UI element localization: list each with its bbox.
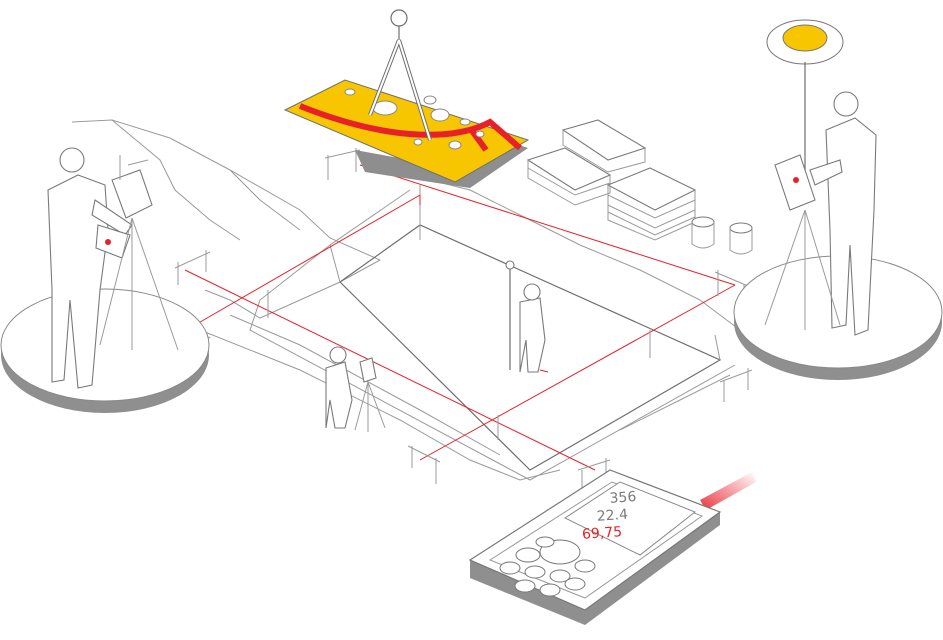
surveyor-left [47,147,179,389]
reading-1: 356 [609,489,637,507]
reading-3: 69,75 [582,524,623,543]
reading-2: 22.4 [596,507,628,525]
excavation-pit [249,185,736,481]
rod-person [505,260,549,373]
surveyor-right [764,19,877,336]
site-map-sheet [283,9,530,188]
handheld-controller: 356 22.4 69,75 [468,469,722,625]
left-platform [0,288,210,413]
layout-strings [184,164,736,471]
laser-beam [700,472,756,510]
material-pallets [526,119,753,255]
readout-group: 356 22.4 69,75 [582,489,637,543]
station-person [325,346,386,432]
keypad [499,536,596,597]
controller-screen [563,481,696,556]
